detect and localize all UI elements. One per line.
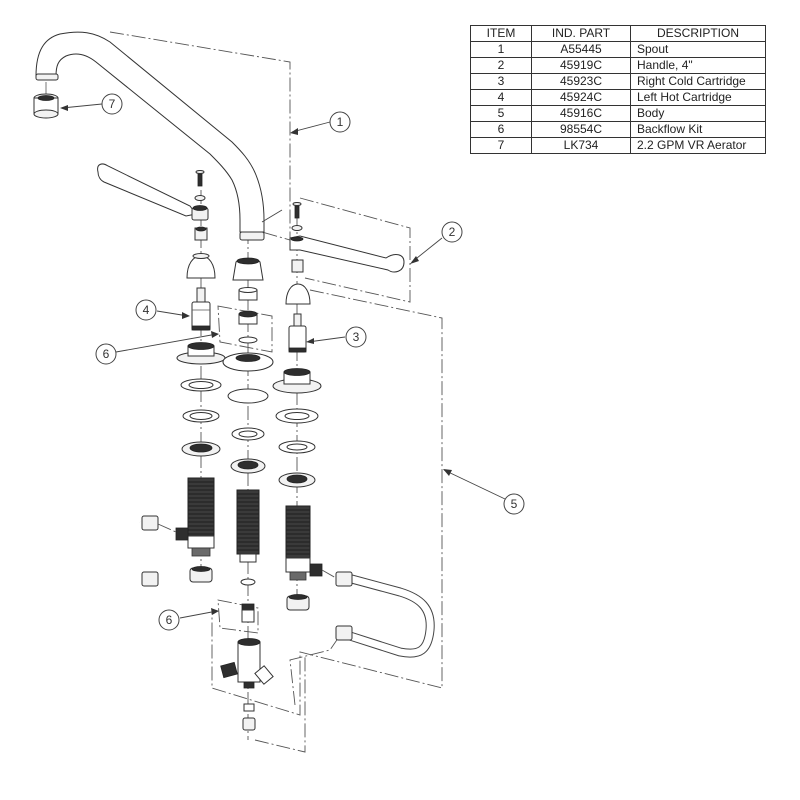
cell-part: 98554C [531,121,631,138]
callout-6a: 6 [95,343,117,365]
callout-5: 5 [503,493,525,515]
cell-description: Handle, 4" [630,57,766,74]
right-cold-cartridge [288,313,307,353]
cell-item: 6 [470,121,532,138]
cell-item: 2 [470,57,532,74]
table-row: 3 45923C Right Cold Cartridge [470,73,766,90]
cell-part: 45916C [531,105,631,122]
table-row: 1 A55445 Spout [470,41,766,58]
callout-1: 1 [329,111,351,133]
callout-7: 7 [101,93,123,115]
right-column-stack [272,368,323,611]
left-column-stack [175,342,226,583]
svg-text:5: 5 [511,497,518,511]
header-description: DESCRIPTION [630,25,766,42]
left-hot-cartridge [191,287,211,331]
callout-2: 2 [441,221,463,243]
cell-description: Body [630,105,766,122]
svg-text:6: 6 [103,347,110,361]
cell-description: Left Hot Cartridge [630,89,766,106]
cell-item: 3 [470,73,532,90]
cell-item: 4 [470,89,532,106]
table-row: 5 45916C Body [470,105,766,122]
callout-4: 4 [135,299,157,321]
svg-text:2: 2 [449,225,456,239]
cell-item: 1 [470,41,532,58]
svg-text:3: 3 [353,330,360,344]
header-item: ITEM [470,25,532,42]
parts-table-header: ITEM IND. PART DESCRIPTION [470,25,766,42]
right-handle [285,202,405,305]
cell-description: Right Cold Cartridge [630,73,766,90]
table-row: 2 45919C Handle, 4" [470,57,766,74]
left-handle [97,163,216,279]
cell-part: 45923C [531,73,631,90]
table-row: 7 LK734 2.2 GPM VR Aerator [470,137,766,154]
callout-6b: 6 [158,609,180,631]
aerator [33,82,59,119]
backflow-kit-and-tee [220,603,274,731]
table-row: 6 98554C Backflow Kit [470,121,766,138]
callouts: 1 2 3 4 5 [60,93,525,631]
svg-text:7: 7 [109,97,116,111]
cell-description: Backflow Kit [630,121,766,138]
phantom-lines [109,31,443,753]
cell-part: LK734 [531,137,631,154]
callout-3: 3 [345,326,367,348]
cell-item: 5 [470,105,532,122]
parts-table: ITEM IND. PART DESCRIPTION 1 A55445 Spou… [470,25,766,154]
supply-hoses [62,505,435,658]
svg-text:1: 1 [337,115,344,129]
svg-text:6: 6 [166,613,173,627]
center-column-stack [222,257,274,586]
cell-part: 45924C [531,89,631,106]
cell-part: 45919C [531,57,631,74]
table-row: 4 45924C Left Hot Cartridge [470,89,766,106]
cell-description: 2.2 GPM VR Aerator [630,137,766,154]
header-ind-part: IND. PART [531,25,631,42]
spout [35,31,283,241]
cell-item: 7 [470,137,532,154]
cell-part: A55445 [531,41,631,58]
cell-description: Spout [630,41,766,58]
svg-text:4: 4 [143,303,150,317]
